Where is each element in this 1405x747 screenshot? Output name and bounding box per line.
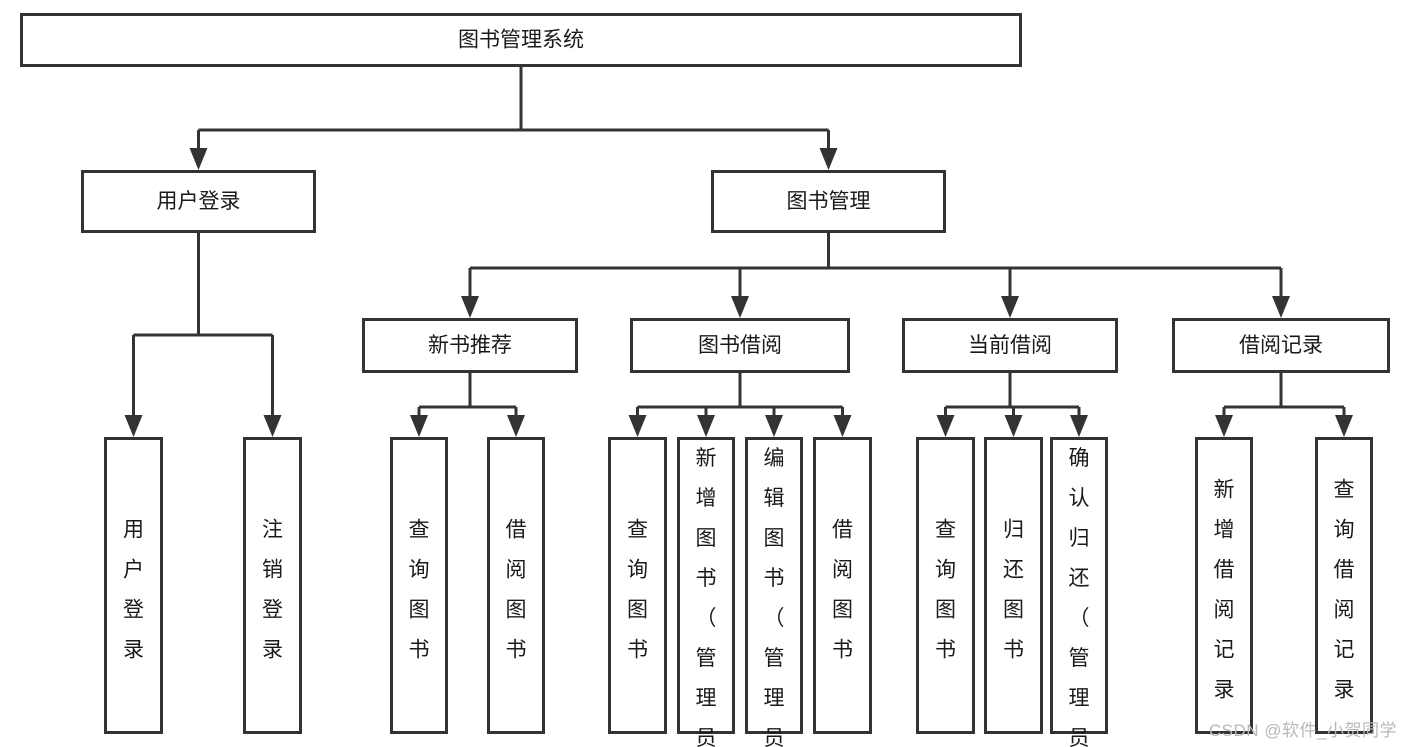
arrow-head-icon [1215, 415, 1233, 437]
node-box [243, 437, 302, 734]
node-label: 新书推荐 [428, 334, 512, 357]
node-label: 图书管理 [787, 190, 871, 213]
arrow-head-icon [1004, 415, 1023, 437]
arrow-head-icon [833, 415, 852, 437]
node-label: 借阅图书 [832, 519, 853, 662]
node-借阅记录[interactable]: 借阅记录 [1172, 318, 1390, 373]
node-box [1050, 437, 1108, 734]
arrow-head-icon [410, 415, 428, 437]
node-用户登录[interactable]: 用户登录 [81, 170, 316, 233]
arrow-head-icon [1070, 415, 1088, 437]
node-用户登录[interactable]: 用户登录 [104, 437, 163, 734]
node-编辑图书管理员-leaf[interactable]: 编辑图书（管理员） [745, 437, 803, 747]
node-label: 新增借阅记录 [1214, 479, 1235, 702]
node-新增借阅记录-leaf[interactable]: 新增借阅记录 [1195, 437, 1253, 734]
node-box [1172, 318, 1390, 373]
node-新增图书管理员-leaf[interactable]: 新增图书（管理员） [677, 437, 735, 747]
node-box [745, 437, 803, 734]
node-box [608, 437, 667, 734]
node-新书推荐[interactable]: 新书推荐 [362, 318, 578, 373]
node-label: 当前借阅 [968, 334, 1052, 357]
arrow-head-icon [731, 296, 749, 318]
node-box [20, 13, 1022, 67]
node-label: 图书管理系统 [458, 29, 584, 52]
arrow-head-icon [263, 415, 282, 437]
arrow-head-icon [1335, 415, 1353, 437]
node-label: 查询图书 [935, 519, 956, 662]
node-label: 查询图书 [409, 519, 430, 662]
arrow-head-icon [819, 148, 838, 170]
node-查询图书-leaf[interactable]: 查询图书 [608, 437, 667, 734]
node-box [711, 170, 946, 233]
arrow-head-icon [765, 415, 783, 437]
node-label: 注销登录 [262, 519, 283, 662]
node-借阅图书-leaf[interactable]: 借阅图书 [487, 437, 545, 734]
node-图书管理系统[interactable]: 图书管理系统 [20, 13, 1022, 67]
node-归还图书-leaf[interactable]: 归还图书 [984, 437, 1043, 734]
node-图书管理[interactable]: 图书管理 [711, 170, 946, 233]
arrow-head-icon [1001, 296, 1019, 318]
node-查询借阅记录-leaf[interactable]: 查询借阅记录 [1315, 437, 1373, 734]
node-label: 归还图书 [1003, 519, 1024, 662]
node-label: 编辑图书（管理员） [764, 447, 785, 747]
node-box [487, 437, 545, 734]
node-box [1315, 437, 1373, 734]
node-label: 借阅记录 [1239, 334, 1323, 357]
node-box [1195, 437, 1253, 734]
connectors-layer [124, 67, 1353, 437]
node-box [813, 437, 872, 734]
node-图书借阅[interactable]: 图书借阅 [630, 318, 850, 373]
arrow-head-icon [461, 296, 479, 318]
node-查询图书-leaf[interactable]: 查询图书 [390, 437, 448, 734]
node-label: 用户登录 [157, 190, 241, 213]
node-查询图书-leaf[interactable]: 查询图书 [916, 437, 975, 734]
arrow-head-icon [628, 415, 647, 437]
arrow-head-icon [189, 148, 208, 170]
arrow-head-icon [507, 415, 525, 437]
node-label: 查询图书 [627, 519, 648, 662]
node-box [677, 437, 735, 734]
nodes-layer: 图书管理系统用户登录图书管理用户登录注销登录新书推荐查询图书借阅图书图书借阅查询… [20, 13, 1390, 747]
node-label: 新增图书（管理员） [696, 447, 717, 747]
node-box [902, 318, 1118, 373]
arrow-head-icon [697, 415, 715, 437]
node-box [362, 318, 578, 373]
node-box [984, 437, 1043, 734]
node-box [630, 318, 850, 373]
node-label: 借阅图书 [506, 519, 527, 662]
node-box [104, 437, 163, 734]
node-box [916, 437, 975, 734]
node-label: 用户登录 [123, 519, 144, 662]
node-box [81, 170, 316, 233]
node-注销登录[interactable]: 注销登录 [243, 437, 302, 734]
node-确认归还管理员-leaf[interactable]: 确认归还（管理员） [1050, 437, 1108, 747]
arrow-head-icon [936, 415, 955, 437]
node-当前借阅[interactable]: 当前借阅 [902, 318, 1118, 373]
node-box [390, 437, 448, 734]
arrow-head-icon [124, 415, 143, 437]
node-label: 图书借阅 [698, 334, 782, 357]
arrow-head-icon [1272, 296, 1290, 318]
node-借阅图书-leaf[interactable]: 借阅图书 [813, 437, 872, 734]
node-label: 确认归还（管理员） [1069, 447, 1090, 747]
node-label: 查询借阅记录 [1334, 479, 1355, 702]
